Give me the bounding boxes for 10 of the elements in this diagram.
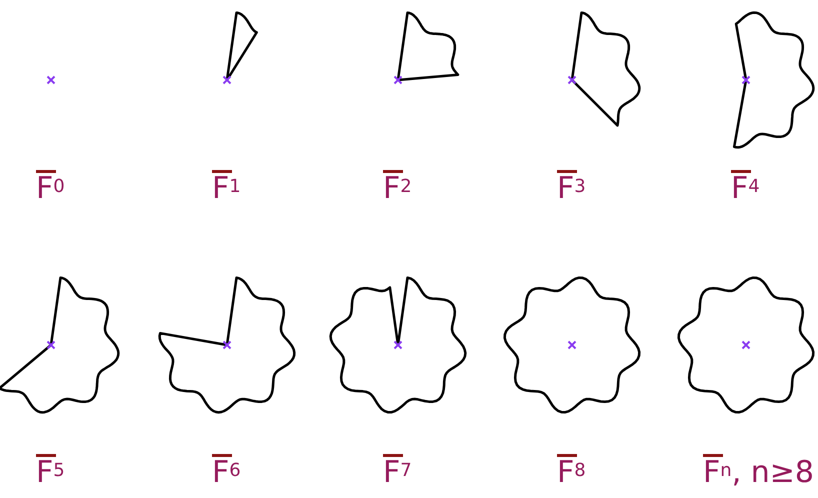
set-label: F$^{n}$, n≥8 (703, 452, 814, 490)
set-label: F$^{3}$ (557, 168, 586, 206)
set-label: F$^{8}$ (557, 452, 586, 490)
set-label: F$^{5}$ (36, 452, 65, 490)
set-label: F$^{7}$ (383, 452, 412, 490)
set-label: F$^{0}$ (36, 168, 65, 206)
set-label: F$^{6}$ (212, 452, 241, 490)
set-label: F$^{1}$ (212, 168, 241, 206)
set-label: F$^{4}$ (731, 168, 760, 206)
set-label: F$^{2}$ (383, 168, 412, 206)
